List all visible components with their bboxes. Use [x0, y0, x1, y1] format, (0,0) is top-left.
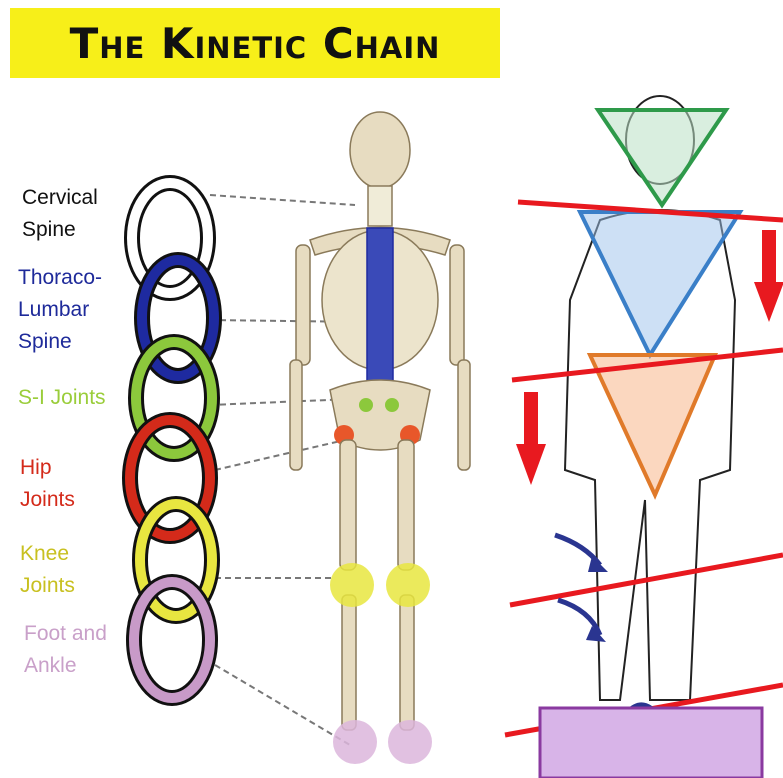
floor-box: [540, 708, 762, 778]
triangle-head: [598, 110, 726, 205]
